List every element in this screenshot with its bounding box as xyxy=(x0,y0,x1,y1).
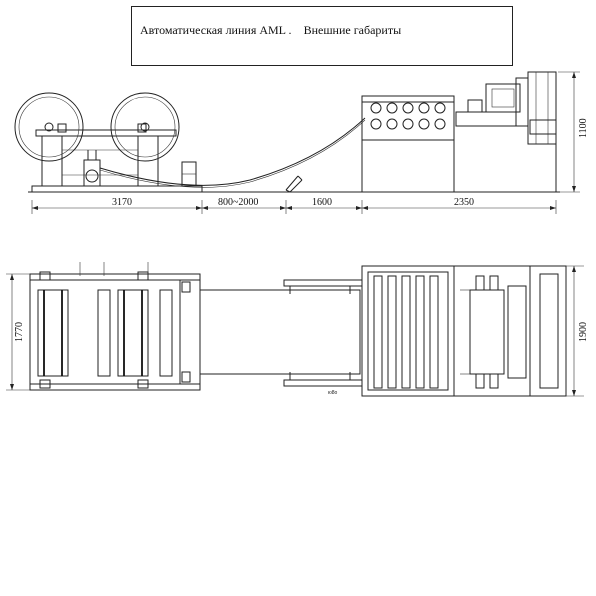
coil-reel-left xyxy=(14,92,84,162)
entry-guides: ю8о xyxy=(283,279,363,396)
title-box: Автоматическая линия AML . Внешние габари… xyxy=(131,6,513,66)
dim-1900: 1900 xyxy=(578,322,589,342)
title-sub: Внешние габариты xyxy=(303,23,402,37)
title-text: Автоматическая линия AML . Внешние габари… xyxy=(140,23,401,38)
reel-plan-left xyxy=(37,289,69,377)
dimension-chain: 3170 800~2000 1600 2350 xyxy=(31,197,557,214)
dimension-left-width: 1770 xyxy=(6,273,30,391)
straightener-rollers xyxy=(370,102,446,130)
press-side xyxy=(454,71,557,193)
dimension-right-width: 1900 xyxy=(566,265,589,397)
decoiler-top xyxy=(29,262,201,391)
decoiler-base xyxy=(31,185,203,193)
side-view: 3170 800~2000 1600 2350 1100 xyxy=(14,71,589,214)
strip-path xyxy=(99,117,366,186)
decoiler-motor xyxy=(83,159,101,187)
control-panel xyxy=(485,83,521,113)
dim-3170: 3170 xyxy=(112,197,132,208)
dim-1600: 1600 xyxy=(312,197,332,208)
reel-plan-right xyxy=(117,289,149,377)
dim-800-2000: 800~2000 xyxy=(218,197,258,208)
small-label: ю8о xyxy=(328,390,338,396)
straightener-top xyxy=(361,265,455,397)
straightener-frame xyxy=(361,95,455,193)
title-main: Автоматическая линия AML . xyxy=(140,23,292,37)
straightener-plan-frame xyxy=(361,265,455,397)
top-view: ю8о xyxy=(6,262,589,397)
decoiler-plan-frame xyxy=(29,273,201,391)
straightener-side xyxy=(361,95,455,193)
loop-ramp xyxy=(285,175,303,193)
press-column xyxy=(527,71,557,145)
decoiler-side xyxy=(14,92,203,193)
dim-1770: 1770 xyxy=(14,322,25,342)
strip-plan xyxy=(199,289,361,375)
dim-1100: 1100 xyxy=(578,118,589,138)
decoiler-top-beam xyxy=(35,129,177,137)
dimension-height: 1100 xyxy=(558,71,589,193)
dim-2350: 2350 xyxy=(454,197,474,208)
coil-reel-right xyxy=(110,92,180,162)
press-top xyxy=(453,265,567,397)
